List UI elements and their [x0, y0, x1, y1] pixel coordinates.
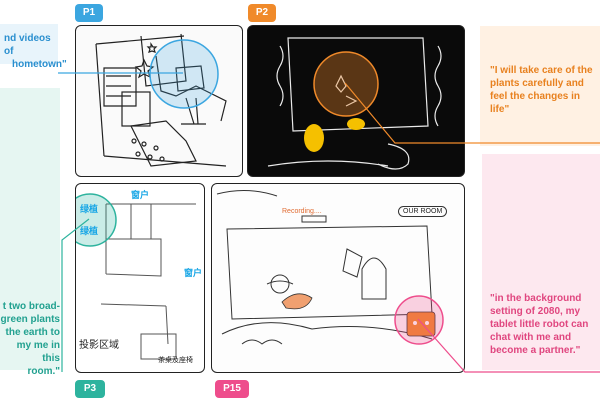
quote-2-line: plants carefully and: [490, 78, 584, 89]
quote-3-line: the earth to: [5, 327, 60, 338]
quote-card-4: "in the background setting of 2080, my t…: [482, 154, 600, 370]
tag-p15: P15: [215, 380, 249, 398]
tag-p2: P2: [248, 4, 276, 22]
p15-our-room-sign: OUR ROOM: [398, 206, 448, 217]
quote-1-line: nd videos of: [4, 33, 51, 57]
quote-4-line: setting of 2080, my: [490, 306, 581, 317]
quote-4-line: chat with me and: [490, 332, 572, 343]
panel-p1-sketch: [75, 25, 243, 177]
p3-label-projection-area: 投影区域: [79, 340, 119, 351]
tag-p1: P1: [75, 4, 103, 22]
p15-recording-text: Recording....: [282, 208, 322, 215]
p2-sketch-drawing: [267, 37, 442, 170]
tag-p3: P3: [75, 380, 105, 398]
panel-p15-illustration: Recording.... OUR ROOM: [211, 183, 465, 373]
p3-label-window-2: 窗户: [184, 268, 203, 278]
quote-2-line: life": [490, 104, 510, 115]
quote-4-line: tablet little robot can: [490, 319, 589, 330]
quote-3-line: green plants: [0, 314, 60, 325]
quote-4-line: become a partner.": [490, 345, 581, 356]
quote-3-line: t two broad-: [2, 301, 60, 312]
p3-label-window-1: 窗户: [131, 190, 150, 200]
quote-card-2: "I will take care of the plants carefull…: [480, 26, 600, 146]
quote-2-line: "I will take care of the: [490, 65, 593, 76]
quote-3-line: room.": [27, 366, 60, 377]
quote-2-line: feel the changes in: [490, 91, 581, 102]
p3-label-plant-2: 绿植: [80, 226, 99, 236]
p3-label-tea-table: 茶桌及座椅: [158, 357, 193, 364]
p3-label-plant-1: 绿植: [80, 204, 99, 214]
quote-4-line: "in the background: [490, 293, 582, 304]
panel-p3-floorplan: 绿植 窗户 绿植 窗户 投影区域 茶桌及座椅: [75, 183, 205, 373]
panel-p2-sketch: [247, 25, 465, 177]
quote-3-line: my me in this: [16, 340, 60, 364]
quote-card-3: t two broad- green plants the earth to m…: [0, 88, 60, 377]
quote-1-line: hometown": [12, 59, 67, 70]
p1-sketch-drawing: [95, 33, 227, 167]
quote-card-1: nd videos of hometown": [0, 24, 67, 70]
